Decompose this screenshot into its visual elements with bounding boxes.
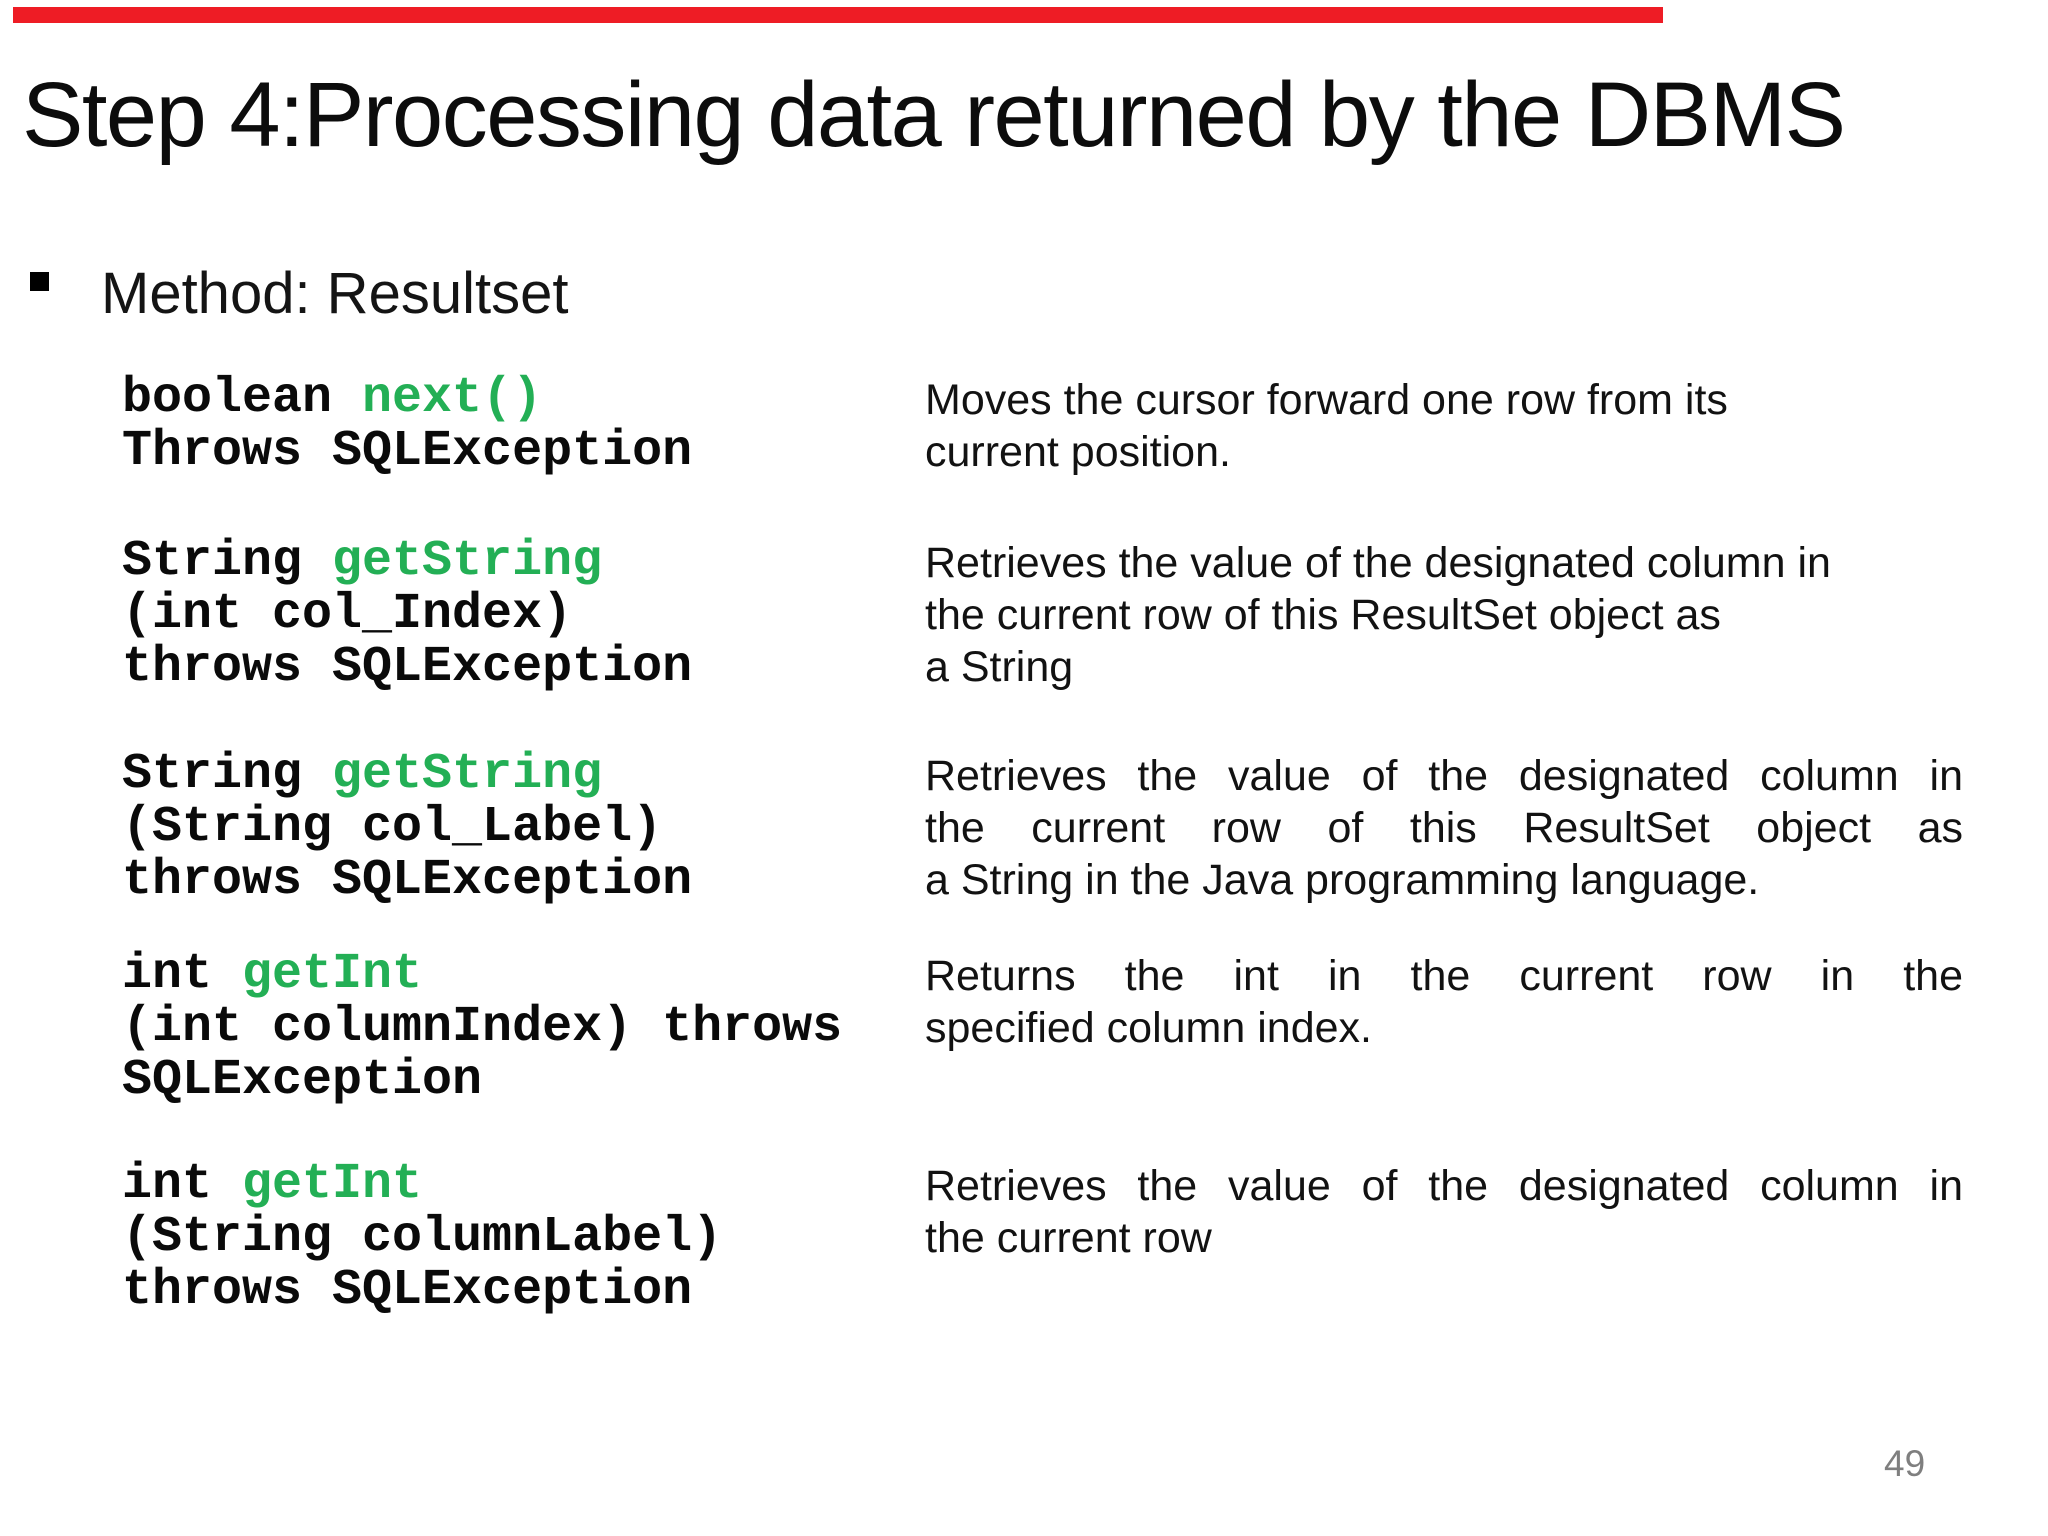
description-line: current position.: [925, 428, 1231, 476]
code-token: throws SQLException: [122, 639, 693, 696]
code-token: (int columnIndex) throws: [122, 999, 843, 1056]
code-token: boolean: [122, 370, 363, 427]
description-line: the current row of this ResultSet object…: [925, 804, 1963, 852]
description-line: the current row: [925, 1214, 1212, 1262]
description-line: Returns the int in the current row in th…: [925, 952, 1963, 1000]
code-token: String: [122, 746, 333, 803]
bullet-label: Method: Resultset: [101, 261, 569, 326]
code-line: int getInt: [122, 1158, 912, 1211]
code-line: SQLException: [122, 1054, 912, 1107]
code-line: throws SQLException: [122, 641, 912, 694]
page-number: 49: [1884, 1443, 1926, 1484]
top-accent-bar: [13, 7, 1663, 23]
code-token: SQLException: [122, 1052, 483, 1109]
description-line: Retrieves the value of the designated co…: [925, 539, 1831, 587]
code-token: (String columnLabel): [122, 1209, 723, 1266]
method-name-token: getString: [332, 746, 603, 803]
code-line: throws SQLException: [122, 1264, 912, 1317]
description-line: specified column index.: [925, 1004, 1372, 1052]
method-signature-code: boolean next()Throws SQLException: [122, 372, 912, 478]
code-line: (int columnIndex) throws: [122, 1001, 912, 1054]
method-signature-code: String getString(int col_Index)throws SQ…: [122, 535, 912, 694]
method-name-token: getString: [332, 533, 603, 590]
code-token: int: [122, 1156, 243, 1213]
method-name-token: getInt: [242, 1156, 423, 1213]
method-description: Retrieves the value of the designated co…: [925, 750, 1963, 906]
code-line: throws SQLException: [122, 854, 912, 907]
code-line: Throws SQLException: [122, 425, 912, 478]
method-signature-code: String getString(String col_Label)throws…: [122, 748, 912, 907]
method-signature-code: int getInt(String columnLabel)throws SQL…: [122, 1158, 912, 1317]
method-description: Retrieves the value of the designated co…: [925, 1160, 1963, 1264]
code-token: throws SQLException: [122, 1262, 693, 1319]
code-line: String getString: [122, 748, 912, 801]
description-line: Moves the cursor forward one row from it…: [925, 376, 1728, 424]
description-line: Retrieves the value of the designated co…: [925, 1162, 1963, 1210]
method-name-token: getInt: [242, 946, 423, 1003]
code-line: String getString: [122, 535, 912, 588]
code-token: int: [122, 946, 243, 1003]
method-description: Retrieves the value of the designated co…: [925, 537, 1963, 693]
method-description: Returns the int in the current row in th…: [925, 950, 1963, 1054]
description-line: Retrieves the value of the designated co…: [925, 752, 1963, 800]
code-line: (String col_Label): [122, 801, 912, 854]
code-token: Throws SQLException: [122, 423, 693, 480]
method-description: Moves the cursor forward one row from it…: [925, 374, 1963, 478]
code-line: (String columnLabel): [122, 1211, 912, 1264]
code-line: (int col_Index): [122, 588, 912, 641]
code-token: (int col_Index): [122, 586, 573, 643]
method-name-token: next(): [362, 370, 543, 427]
code-line: int getInt: [122, 948, 912, 1001]
code-line: boolean next(): [122, 372, 912, 425]
description-line: the current row of this ResultSet object…: [925, 591, 1721, 639]
description-line: a String in the Java programming languag…: [925, 856, 1760, 904]
code-token: String: [122, 533, 333, 590]
slide-title: Step 4:Processing data returned by the D…: [22, 64, 1846, 166]
code-token: throws SQLException: [122, 852, 693, 909]
bullet-item-method-resultset: Method: Resultset: [30, 258, 568, 331]
code-token: (String col_Label): [122, 799, 663, 856]
square-bullet-icon: [30, 272, 49, 291]
description-line: a String: [925, 643, 1074, 691]
